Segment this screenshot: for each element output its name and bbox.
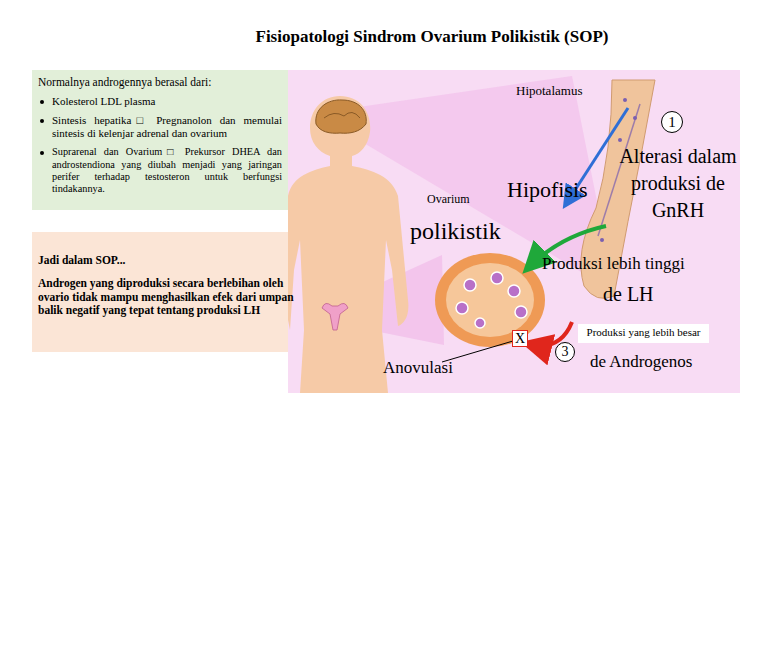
label-box: Produksi yang lebih besar [578,324,709,343]
box-text: Androgen yang diproduksi secara berlebih… [38,277,300,318]
uterus [322,303,348,330]
bullet-dot [40,100,44,104]
annotation-text: Alterasi dalam produksi de GnRH [612,143,744,224]
marker-label: X [512,330,528,347]
bullet-text: Sintesis hepatika□ Pregnanolon dan memul… [38,114,282,140]
box-heading: Produksi yang lebih besar [580,326,707,339]
box-heading: Normalnya androgennya berasal dari: [38,76,282,90]
bullet-text: Suprarenal dan Ovarium□ Prekursor DHEA d… [38,146,282,195]
bullet-content: Kolesterol LDL plasma [52,95,155,107]
panel-background [288,70,740,393]
body-silhouette [288,96,408,393]
annotation-text: Produksi lebih tinggi [542,255,685,274]
bullet-dot [40,119,44,123]
part-label: Hipotalamus [516,84,582,98]
callout-number: 3 [555,342,575,362]
diagram-title: Fisiopatologi Sindrom Ovarium Polikistik… [0,27,768,47]
part-label: Hipofisis [507,178,588,202]
brain [316,100,366,133]
part-label: polikistik [410,218,501,244]
bullet-text: Kolesterol LDL plasma [38,95,282,108]
annotation-text: de LH [603,283,654,305]
text-box: Jadi dalam SOP...Androgen yang diproduks… [32,232,288,352]
bullet-content: Suprarenal dan Ovarium□ Prekursor DHEA d… [52,146,282,194]
callout-number: 1 [661,111,683,133]
text-box: Normalnya androgennya berasal dari: Koles… [32,70,288,210]
box-heading: Jadi dalam SOP... [38,254,188,268]
part-label: Ovarium [427,193,470,206]
bullet-dot [40,151,44,155]
annotation-text: de Androgenos [590,353,692,372]
bullet-content: Sintesis hepatika□ Pregnanolon dan memul… [52,114,282,139]
part-label: Anovulasi [383,359,453,378]
